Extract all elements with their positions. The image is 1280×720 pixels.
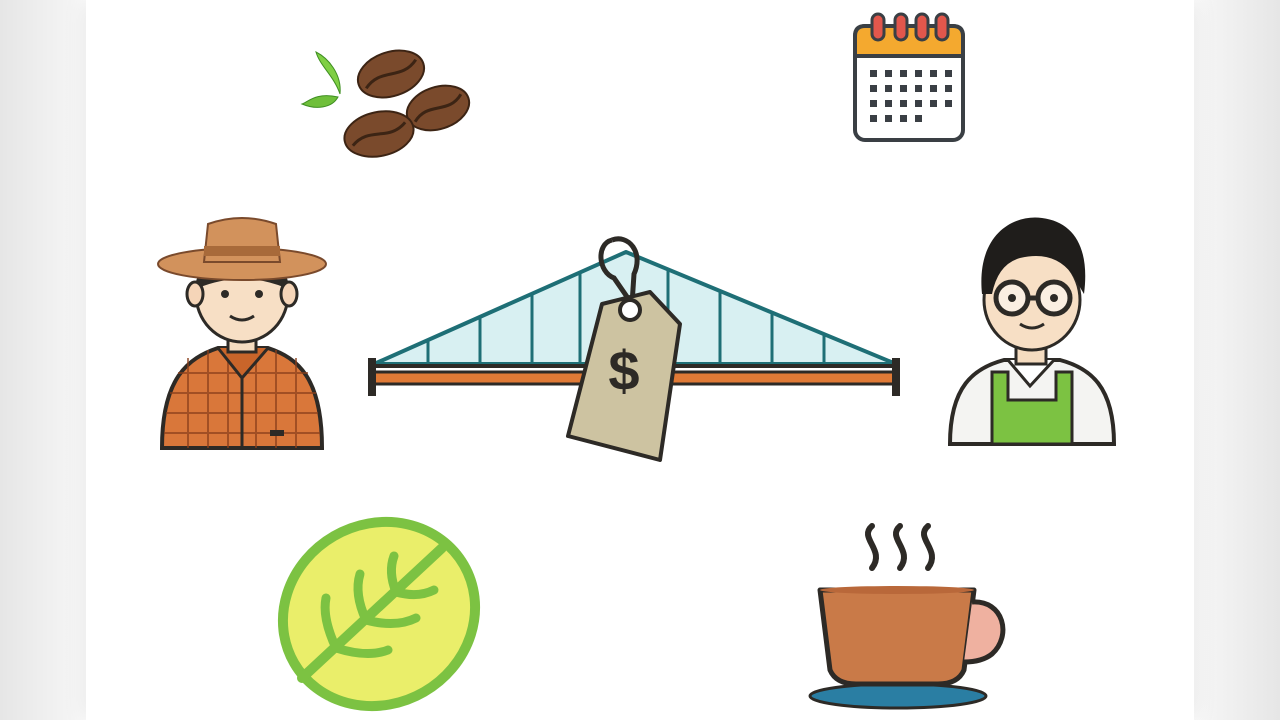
coffee-cup-icon (808, 520, 1014, 714)
farmer-avatar (157, 208, 330, 464)
calendar-day-dot (930, 85, 937, 92)
calendar-day-dot (915, 100, 922, 107)
calendar-day-dot (945, 100, 952, 107)
leaf-icon (272, 508, 486, 720)
calendar-day-dot (930, 100, 937, 107)
calendar-day-dot (900, 70, 907, 77)
calendar-day-dot (885, 100, 892, 107)
price-tag-icon: $ (562, 232, 692, 464)
calendar-icon (852, 10, 966, 144)
calendar-day-dot (900, 85, 907, 92)
calendar-day-dot (915, 85, 922, 92)
price-symbol: $ (608, 339, 639, 402)
coffee-beans-icon (298, 42, 478, 162)
calendar-day-dot (870, 70, 877, 77)
calendar-day-dot (885, 85, 892, 92)
barista-avatar (944, 204, 1120, 464)
calendar-day-dot (915, 70, 922, 77)
calendar-day-dot (900, 115, 907, 122)
calendar-day-dot (885, 115, 892, 122)
calendar-day-dot (945, 85, 952, 92)
calendar-day-dot (885, 70, 892, 77)
calendar-day-dot (915, 115, 922, 122)
calendar-day-dot (930, 70, 937, 77)
calendar-day-dot (870, 85, 877, 92)
calendar-day-dot (945, 70, 952, 77)
calendar-day-dot (870, 115, 877, 122)
calendar-day-dot (870, 100, 877, 107)
illustration-panel: $ (86, 0, 1194, 720)
calendar-day-dot (900, 100, 907, 107)
